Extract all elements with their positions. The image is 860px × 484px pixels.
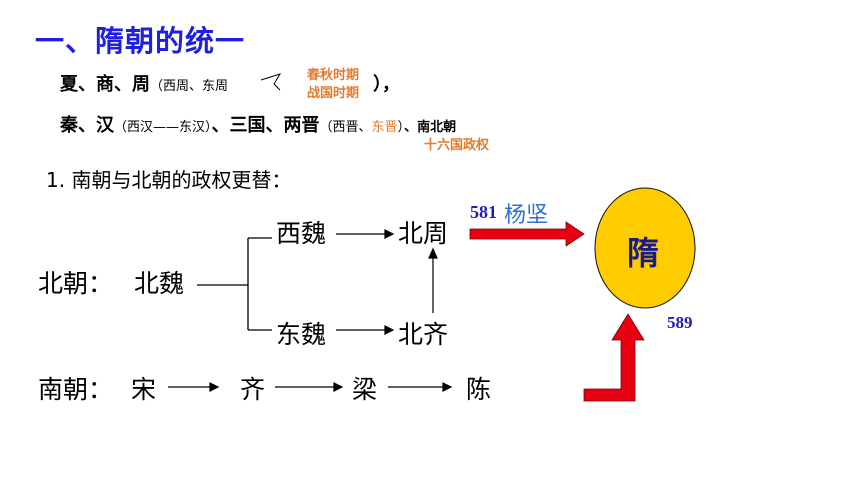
arrow-liang-chen [388, 382, 453, 392]
dynasty-line-1: 夏、商、周（西周、东周 [60, 70, 228, 96]
qi: 齐 [240, 375, 266, 404]
chunqiu-label: 春秋时期 [307, 68, 360, 83]
year-581: 581 [470, 202, 497, 222]
line1-close: ）， [373, 74, 400, 95]
jin-paren-close: ） [397, 120, 405, 135]
song: 宋 [131, 375, 157, 404]
dong-jin: 东晋 [371, 120, 398, 135]
zhanguo-label: 战国时期 [307, 86, 360, 101]
chen: 陈 [466, 375, 492, 404]
jin-paren-open: （西晋、 [319, 120, 372, 135]
xia-shang-zhou: 夏、商、周 [60, 74, 150, 95]
sanguo-liangjin: 、三国、两晋 [211, 115, 320, 136]
sui-circle [594, 187, 696, 309]
arrow-xiwei-beizhou [336, 229, 395, 239]
nanbeichao: 、南北朝 [404, 120, 457, 135]
dong-wei: 东魏 [276, 320, 327, 349]
south-label: 南朝： [38, 375, 114, 404]
sui-label: 隋 [627, 234, 660, 272]
bei-wei: 北魏 [134, 269, 185, 298]
yang-jian: 杨坚 [504, 203, 549, 228]
shiliuguo-note: 十六国政权 [424, 138, 490, 153]
north-label: 北朝： [38, 269, 114, 298]
zhou-paren: （西周、东周 [150, 79, 229, 94]
xi-wei: 西魏 [276, 219, 327, 248]
qin-han: 秦、汉 [60, 115, 114, 136]
bracket-lines [197, 237, 272, 331]
arrow-qi-liang [275, 382, 344, 392]
year-589: 589 [667, 313, 693, 332]
dynasty-line-2: 秦、汉（西汉——东汉）、三国、两晋（西晋、东晋）、南北朝 [60, 111, 456, 137]
han-paren: （西汉——东汉） [114, 120, 212, 135]
bei-zhou: 北周 [398, 219, 449, 248]
arrow-beiqi-beizhou [428, 247, 438, 313]
red-arrow-south [583, 313, 645, 402]
section-title: 一、隋朝的统一 [35, 24, 246, 58]
arrow-song-qi [168, 382, 220, 392]
arrow-dongwei-beiqi [336, 325, 395, 335]
chunqiu-zhanguo: 春秋时期 战国时期 [307, 67, 359, 103]
red-arrow-north [469, 221, 585, 247]
bei-qi: 北齐 [398, 320, 449, 349]
subtitle: 1. 南朝与北朝的政权更替： [46, 168, 292, 192]
liang: 梁 [352, 375, 378, 404]
